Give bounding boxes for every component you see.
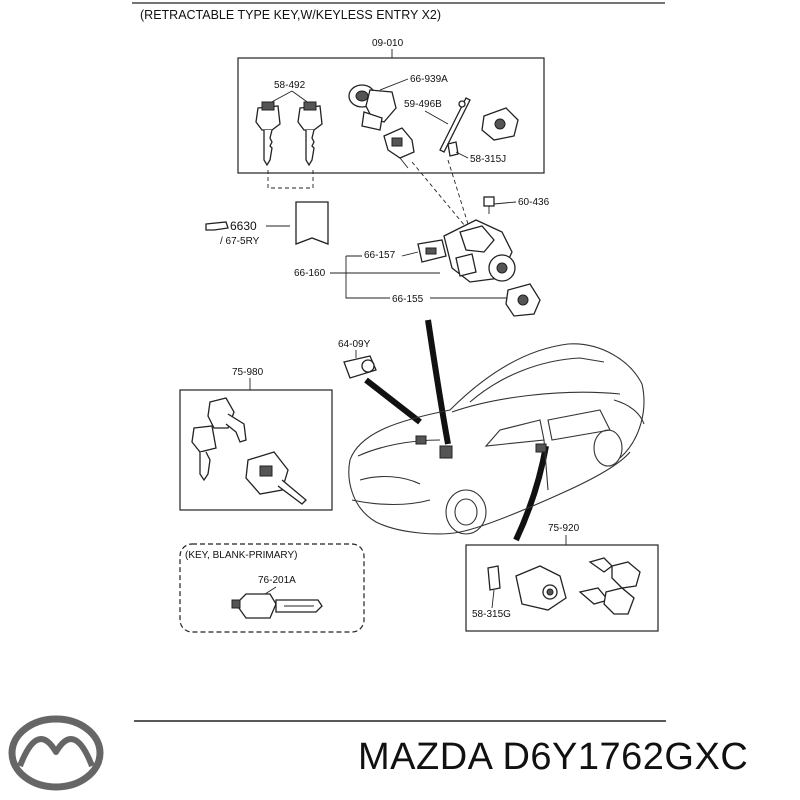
key-right-2: [578, 587, 635, 615]
cylinder-housing: [383, 127, 415, 169]
pointer-arrow-1: [425, 319, 451, 445]
header-title: (RETRACTABLE TYPE KEY,W/KEYLESS ENTRY X2…: [140, 8, 441, 22]
mazda-logo: [8, 715, 104, 791]
door-lock-cylinder-right: [515, 565, 567, 611]
lock-cylinder: [348, 84, 397, 131]
label-75-980: 75-980: [232, 367, 264, 378]
label-67-5RY: / 67-5RY: [220, 236, 260, 247]
label-76-201A: 76-201A: [258, 575, 296, 586]
clip-58-315J-part: [447, 141, 459, 157]
label-sticker: [295, 201, 329, 245]
pointer-arrow-2: [364, 377, 422, 425]
label-60-436: 60-436: [518, 197, 550, 208]
label-66-155: 66-155: [392, 294, 424, 305]
retractable-key-1: [255, 101, 281, 167]
control-rod: [439, 97, 471, 153]
brand-part-number: MAZDA D6Y1762GXC: [358, 736, 749, 778]
pointing-hand-icon: [205, 221, 229, 231]
left-box: [179, 389, 333, 511]
top-group-box: [237, 57, 545, 174]
key-head-left-2: [191, 425, 217, 482]
label-64-09Y: 64-09Y: [338, 339, 371, 350]
key-head-left-1: [207, 397, 247, 443]
right-box: [465, 544, 659, 632]
switch-66-157: [417, 239, 447, 263]
ignition-switch-66-155: [505, 283, 541, 317]
bulb-64-09Y: [343, 355, 377, 379]
blank-key-part: [231, 593, 323, 619]
blank-key-box: [179, 543, 365, 633]
label-66-157: 66-157: [364, 250, 396, 261]
steering-lock-assembly: [443, 219, 516, 283]
label-59-496B: 59-496B: [404, 99, 442, 110]
key-right-1: [588, 557, 641, 589]
blank-key-title: (KEY, BLANK-PRIMARY): [185, 550, 297, 561]
label-6630: 6630: [230, 219, 257, 233]
label-66-160: 66-160: [294, 268, 326, 279]
label-75-920: 75-920: [548, 523, 580, 534]
label-66-939A: 66-939A: [410, 74, 448, 85]
pointer-arrow-3: [513, 445, 549, 542]
label-09-010: 09-010: [372, 38, 404, 49]
label-58-492: 58-492: [274, 80, 306, 91]
screw-60-436: [483, 196, 495, 214]
retractable-key-2: [297, 101, 323, 167]
label-58-315J: 58-315J: [470, 154, 506, 165]
label-58-315G: 58-315G: [472, 609, 511, 620]
clip-58-315G-part: [487, 565, 501, 591]
lock-knob: [481, 107, 519, 141]
car-illustration: [348, 343, 645, 535]
latch-assembly-left: [245, 451, 307, 505]
